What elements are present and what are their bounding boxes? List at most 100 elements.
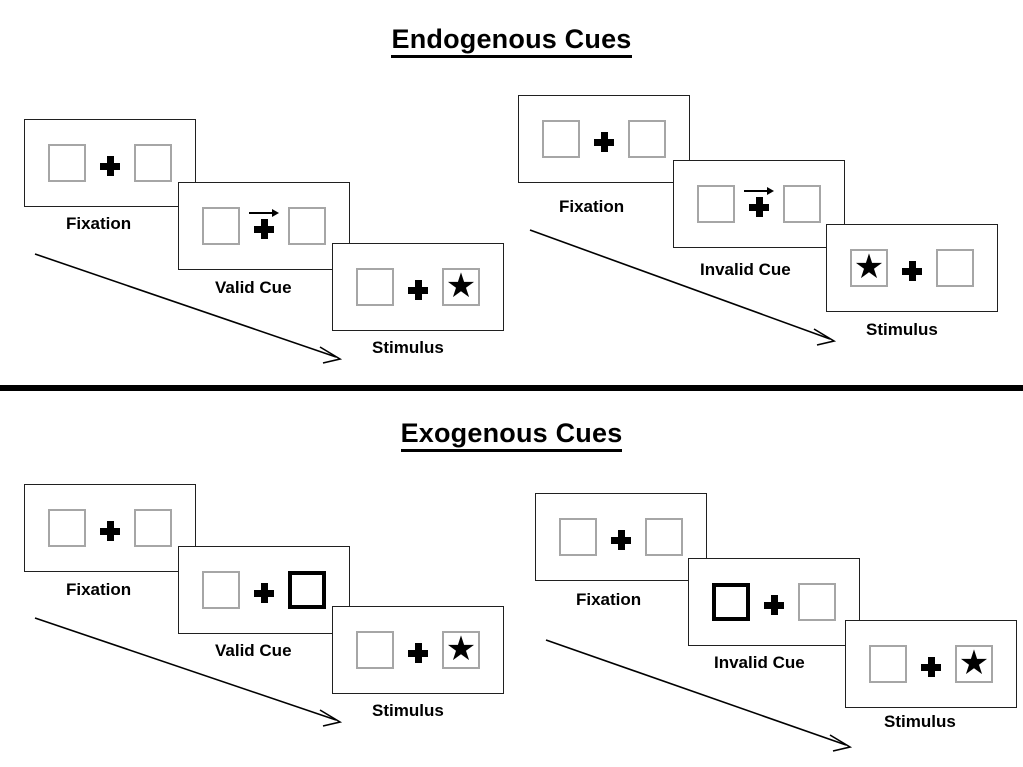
arrow-shaft — [249, 212, 273, 214]
stimulus-box-left: ★ — [542, 120, 580, 158]
fixation-cross-icon — [921, 657, 941, 677]
stimulus-box-right: ★ — [288, 207, 326, 245]
cue-cell — [408, 631, 428, 669]
section-title-exogenous-text: Exogenous Cues — [400, 418, 623, 452]
stage-label-exogenous-valid-stimulus: Stimulus — [372, 701, 444, 720]
cue-cell — [408, 268, 428, 306]
fixation-cross-icon — [408, 643, 428, 663]
fixation-cross-icon — [764, 595, 784, 615]
stimulus-box-right: ★ — [628, 120, 666, 158]
stimulus-box-left-cued: ★ — [712, 583, 750, 621]
panel-content: ★ ★ — [202, 571, 326, 609]
stimulus-box-left: ★ — [850, 249, 888, 287]
stimulus-box-left: ★ — [202, 207, 240, 245]
panel-endogenous-invalid-cue: ★ ★ — [673, 160, 845, 248]
panel-exogenous-invalid-cue: ★ ★ — [688, 558, 860, 646]
fixation-cross-icon — [100, 156, 120, 176]
stimulus-box-left: ★ — [48, 144, 86, 182]
star-icon: ★ — [445, 630, 477, 668]
stimulus-box-right: ★ — [442, 631, 480, 669]
stimulus-box-left: ★ — [48, 509, 86, 547]
stimulus-box-left: ★ — [697, 185, 735, 223]
stage-label-exogenous-valid-cue: Valid Cue — [215, 641, 292, 660]
stimulus-box-left: ★ — [869, 645, 907, 683]
stimulus-box-right: ★ — [955, 645, 993, 683]
stimulus-box-right: ★ — [783, 185, 821, 223]
section-title-endogenous: Endogenous Cues — [0, 24, 1023, 58]
stage-label-exogenous-valid-fixation: Fixation — [66, 580, 132, 599]
panel-content: ★ ★ — [559, 518, 683, 556]
panel-content: ★ ★ — [356, 268, 480, 306]
panel-content: ★ ★ — [850, 249, 974, 287]
cue-cell — [611, 518, 631, 556]
stage-label-exogenous-invalid-fixation: Fixation — [576, 590, 642, 609]
panel-content: ★ ★ — [48, 509, 172, 547]
stimulus-box-right: ★ — [134, 144, 172, 182]
arrow-head — [272, 209, 279, 217]
stimulus-box-right: ★ — [936, 249, 974, 287]
stage-label-endogenous-invalid-stimulus: Stimulus — [866, 320, 938, 339]
cue-cell — [744, 185, 774, 223]
star-icon: ★ — [853, 248, 885, 286]
stimulus-box-left: ★ — [356, 268, 394, 306]
stage-label-endogenous-invalid-fixation: Fixation — [559, 197, 625, 216]
panel-content: ★ ★ — [697, 185, 821, 223]
stage-label-exogenous-invalid-cue: Invalid Cue — [714, 653, 805, 672]
panel-content: ★ ★ — [356, 631, 480, 669]
stimulus-box-right: ★ — [645, 518, 683, 556]
panel-endogenous-valid-cue: ★ ★ — [178, 182, 350, 270]
section-divider — [0, 385, 1023, 391]
panel-content: ★ ★ — [202, 207, 326, 245]
stage-label-endogenous-valid-fixation: Fixation — [66, 214, 132, 233]
arrow-shaft — [744, 190, 768, 192]
panel-exogenous-valid-stimulus: ★ ★ — [332, 606, 504, 694]
fixation-cross-icon — [408, 280, 428, 300]
panel-endogenous-valid-stimulus: ★ ★ — [332, 243, 504, 331]
panel-content: ★ ★ — [712, 583, 836, 621]
stimulus-box-right-cued: ★ — [288, 571, 326, 609]
cue-cell — [254, 571, 274, 609]
stimulus-box-left: ★ — [202, 571, 240, 609]
panel-exogenous-invalid-stimulus: ★ ★ — [845, 620, 1017, 708]
arrow-head — [767, 187, 774, 195]
fixation-cross-icon — [902, 261, 922, 281]
fixation-cross-icon — [611, 530, 631, 550]
fixation-cross-icon — [254, 219, 274, 239]
panel-exogenous-valid-fixation: ★ ★ — [24, 484, 196, 572]
panel-endogenous-valid-fixation: ★ ★ — [24, 119, 196, 207]
stage-label-endogenous-invalid-cue: Invalid Cue — [700, 260, 791, 279]
cue-cell — [764, 583, 784, 621]
arrow-right-cue-icon — [744, 186, 774, 195]
cue-cell — [100, 509, 120, 547]
panel-endogenous-invalid-stimulus: ★ ★ — [826, 224, 998, 312]
star-icon: ★ — [445, 267, 477, 305]
panel-content: ★ ★ — [542, 120, 666, 158]
stage-label-exogenous-invalid-stimulus: Stimulus — [884, 712, 956, 731]
panel-content: ★ ★ — [869, 645, 993, 683]
stage-label-endogenous-valid-cue: Valid Cue — [215, 278, 292, 297]
stimulus-box-right: ★ — [442, 268, 480, 306]
panel-endogenous-invalid-fixation: ★ ★ — [518, 95, 690, 183]
stage-label-endogenous-valid-stimulus: Stimulus — [372, 338, 444, 357]
stimulus-box-left: ★ — [559, 518, 597, 556]
cue-cell — [249, 207, 279, 245]
cue-cell — [100, 144, 120, 182]
stimulus-box-right: ★ — [134, 509, 172, 547]
stimulus-box-left: ★ — [356, 631, 394, 669]
fixation-cross-icon — [254, 583, 274, 603]
section-title-exogenous: Exogenous Cues — [0, 418, 1023, 452]
fixation-cross-icon — [749, 197, 769, 217]
panel-exogenous-invalid-fixation: ★ ★ — [535, 493, 707, 581]
stimulus-box-right: ★ — [798, 583, 836, 621]
arrow-right-cue-icon — [249, 208, 279, 217]
panel-exogenous-valid-cue: ★ ★ — [178, 546, 350, 634]
fixation-cross-icon — [100, 521, 120, 541]
star-icon: ★ — [958, 644, 990, 682]
section-title-endogenous-text: Endogenous Cues — [391, 24, 632, 58]
panel-content: ★ ★ — [48, 144, 172, 182]
cue-cell — [594, 120, 614, 158]
